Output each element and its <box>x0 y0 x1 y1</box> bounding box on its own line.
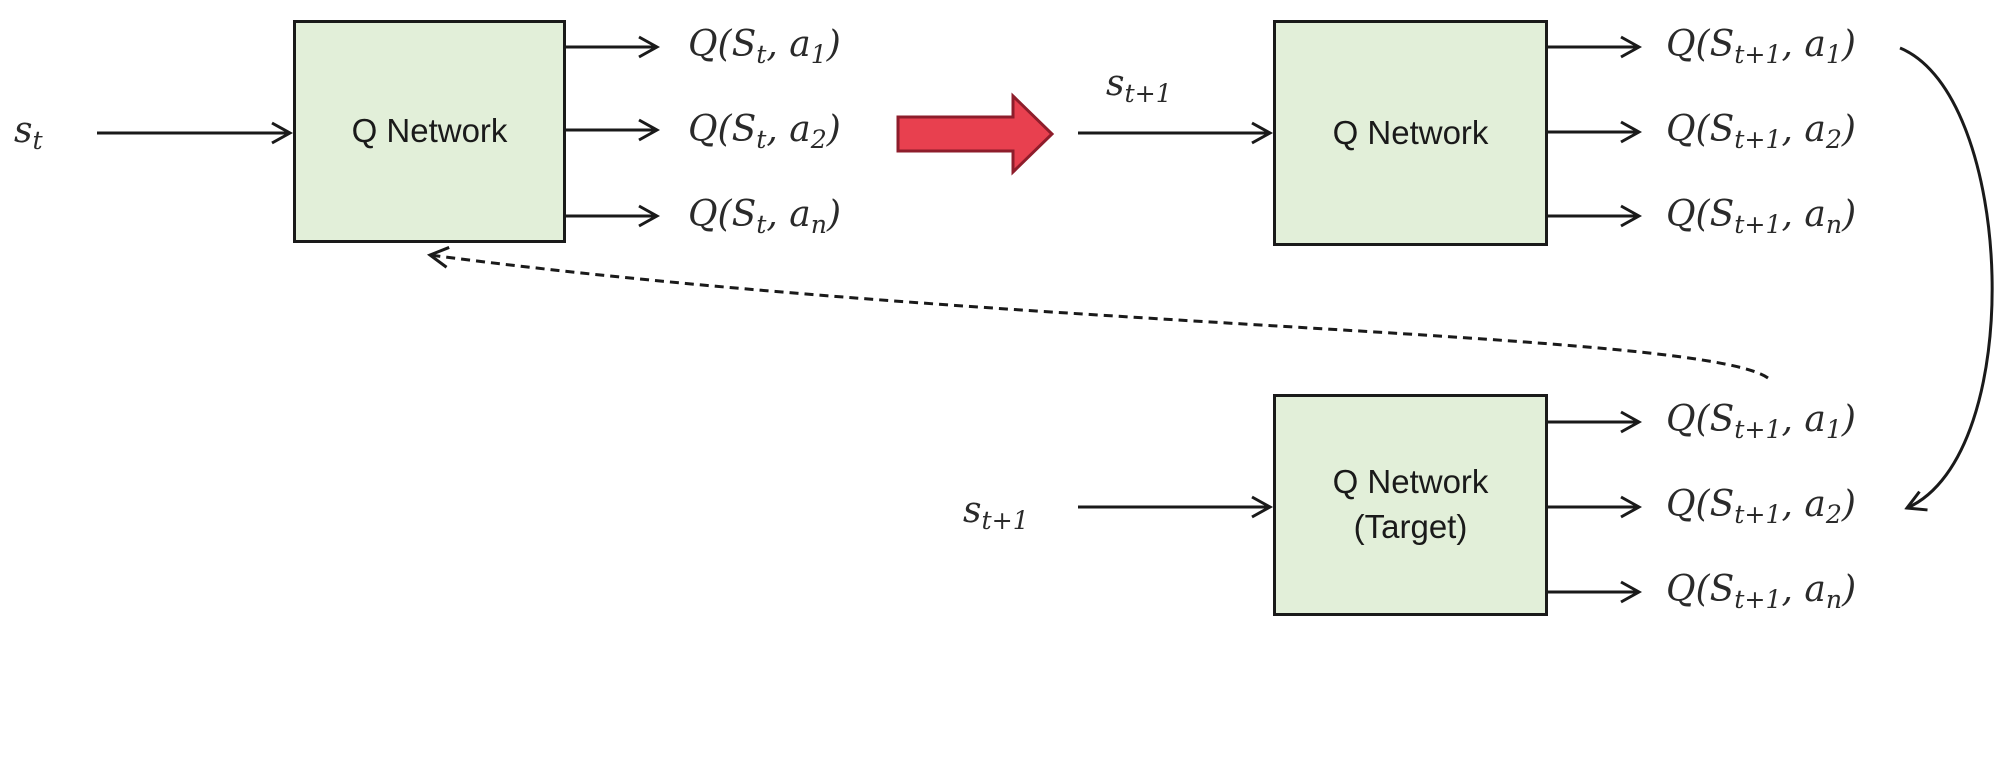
q-network-next-label: Q Network <box>1332 113 1489 151</box>
input-label-st1-top: st+1 <box>1106 63 1172 109</box>
input-label-st1-bottom: st+1 <box>963 490 1029 536</box>
q-network-next-box: Q Network <box>1273 20 1548 246</box>
q-value-current-2: Q(St, a2) <box>688 109 841 155</box>
q-network-target-label-line1: Q Network <box>1332 463 1489 501</box>
input-label-st: st <box>14 110 43 156</box>
q-value-next-3: Q(St+1, an) <box>1666 194 1857 240</box>
transition-block-arrow <box>896 92 1055 176</box>
q-value-target-2: Q(St+1, a2) <box>1666 484 1856 530</box>
q-network-target-box: Q Network (Target) <box>1273 394 1548 616</box>
dashed-feedback-arrow <box>430 255 1769 380</box>
curved-arrow-to-target <box>1899 46 1994 508</box>
q-value-current-1: Q(St, a1) <box>688 24 841 70</box>
q-value-target-3: Q(St+1, an) <box>1666 569 1857 615</box>
q-value-next-2: Q(St+1, a2) <box>1666 109 1856 155</box>
q-network-target-label-line2: (Target) <box>1353 508 1468 545</box>
q-value-target-1: Q(St+1, a1) <box>1666 399 1856 445</box>
q-network-current-box: Q Network <box>293 20 566 243</box>
q-value-current-3: Q(St, an) <box>688 194 841 240</box>
q-value-next-1: Q(St+1, a1) <box>1666 24 1856 70</box>
q-network-current-label: Q Network <box>351 112 508 150</box>
